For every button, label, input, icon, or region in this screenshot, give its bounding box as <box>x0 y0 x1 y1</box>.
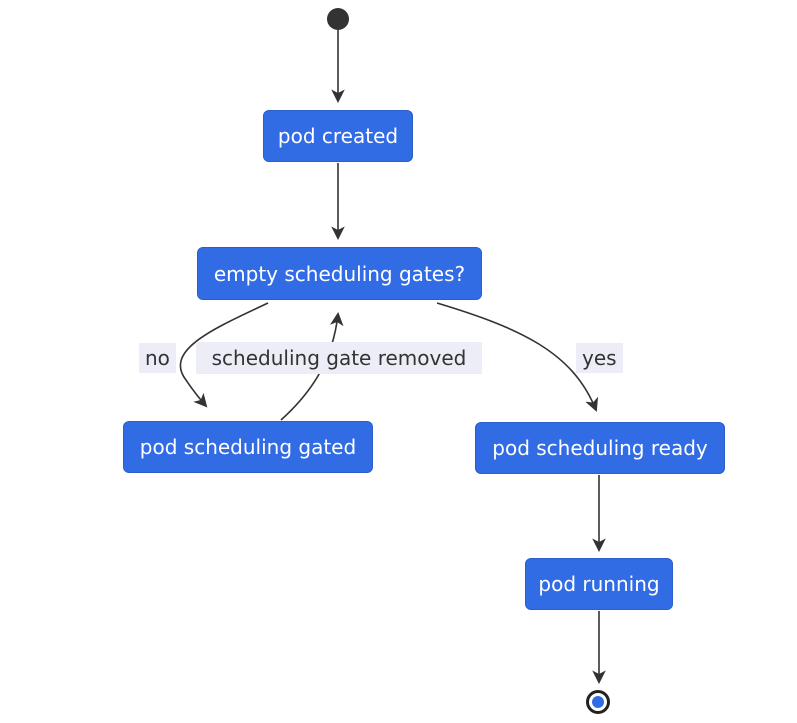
state-pod-running: pod running <box>525 558 673 610</box>
end-node-inner-dot <box>592 696 604 708</box>
edge-no-gates-to-gated <box>179 302 269 408</box>
edge-label-scheduling-gate-removed-text: scheduling gate removed <box>211 346 467 370</box>
state-pod-scheduling-gated-label: pod scheduling gated <box>139 435 357 459</box>
end-node <box>586 690 610 714</box>
state-pod-created: pod created <box>263 110 413 162</box>
start-node <box>327 8 349 30</box>
state-pod-scheduling-ready: pod scheduling ready <box>475 422 725 474</box>
edge-label-yes-text: yes <box>582 346 617 370</box>
edge-label-no: no <box>139 343 176 373</box>
edge-label-no-text: no <box>145 346 170 370</box>
state-pod-scheduling-ready-label: pod scheduling ready <box>492 436 708 460</box>
edge-label-scheduling-gate-removed: scheduling gate removed <box>196 342 482 374</box>
state-pod-created-label: pod created <box>277 124 399 148</box>
edge-yes-gates-to-ready <box>436 302 599 412</box>
state-pod-running-label: pod running <box>538 572 660 596</box>
state-pod-scheduling-gated: pod scheduling gated <box>123 421 373 473</box>
edge-label-yes: yes <box>576 343 623 373</box>
state-empty-scheduling-gates-label: empty scheduling gates? <box>213 261 466 286</box>
state-empty-scheduling-gates: empty scheduling gates? <box>197 247 482 300</box>
